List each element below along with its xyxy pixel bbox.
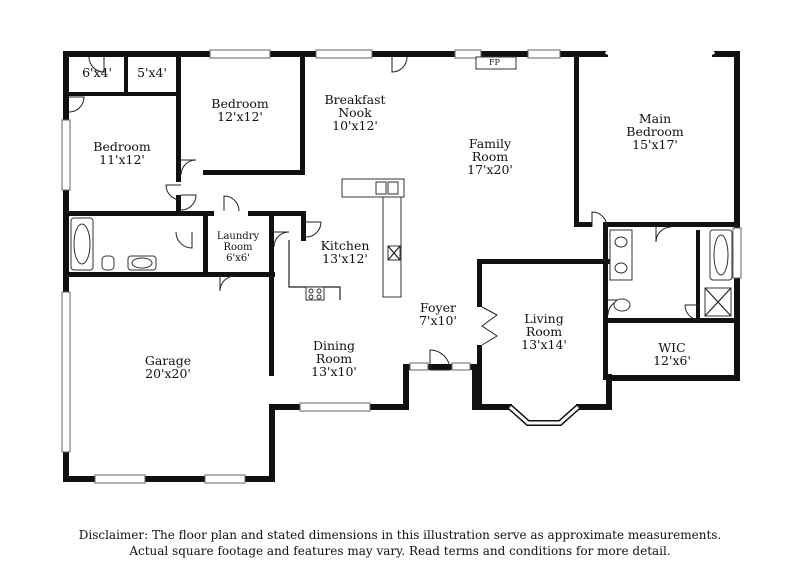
room-name: Dining [312,338,356,353]
room-name: Room [315,351,353,366]
room-name: Bedroom [211,96,269,111]
disclaimer-line-2: Actual square footage and features may v… [129,544,671,558]
room-name: Room [525,324,563,339]
fireplace [475,56,517,70]
disclaimer-line-1: Disclaimer: The floor plan and stated di… [78,528,722,542]
room-bedroom-11x12: Bedroom 11'x12' [72,140,172,166]
room-dimension: 12'x6' [653,353,691,368]
room-dimension: 6'x6' [226,253,250,264]
room-laundry: Laundry Room 6'x6' [208,231,268,264]
room-dimension: 20'x20' [145,366,191,381]
room-name: WIC [658,340,686,355]
room-foyer: Foyer 7'x10' [403,301,473,327]
interior-walls [69,57,740,407]
room-kitchen: Kitchen 13'x12' [295,239,395,265]
room-name: Room [471,149,509,164]
room-dimension: 15'x17' [632,137,678,152]
room-closet-5x4: 5'x4' [128,66,176,79]
room-dimension: 13'x14' [521,337,567,352]
room-dimension: 7'x10' [419,313,457,328]
room-dimension: 6'x4' [82,65,112,80]
room-name: Kitchen [320,238,370,253]
room-dining: Dining Room 13'x10' [284,339,384,378]
windows [61,36,742,484]
room-name: Main [638,111,672,126]
room-breakfast-nook: Breakfast Nook 10'x12' [305,93,405,132]
kitchen-fixtures [288,178,405,301]
room-main-bedroom: Main Bedroom 15'x17' [605,112,705,151]
room-name: Laundry [216,231,260,242]
bath-fixtures [70,217,733,317]
room-name: Foyer [420,300,456,315]
room-name: Room [223,242,253,253]
room-wic: WIC 12'x6' [622,341,722,367]
room-name: Living [524,311,564,326]
room-name: Bedroom [93,139,151,154]
room-name: Garage [144,353,192,368]
room-dimension: 17'x20' [467,162,513,177]
room-dimension: 12'x12' [217,109,263,124]
room-name: Bedroom [626,124,684,139]
room-dimension: 11'x12' [99,152,145,167]
room-name: Nook [338,105,372,120]
room-closet-6x4: 6'x4' [73,66,121,79]
exterior-walls [63,51,740,482]
room-dimension: 13'x10' [311,364,357,379]
room-dimension: 13'x12' [322,251,368,266]
room-dimension: 10'x12' [332,118,378,133]
fireplace-label: FP [489,58,500,67]
room-garage: Garage 20'x20' [118,354,218,380]
room-name: Breakfast [324,92,386,107]
disclaimer: Disclaimer: The floor plan and stated di… [0,527,800,559]
room-bedroom-12x12: Bedroom 12'x12' [190,97,290,123]
room-family-room: Family Room 17'x20' [440,137,540,176]
room-dimension: 5'x4' [137,65,167,80]
room-living: Living Room 13'x14' [494,312,594,351]
room-name: Family [468,136,512,151]
